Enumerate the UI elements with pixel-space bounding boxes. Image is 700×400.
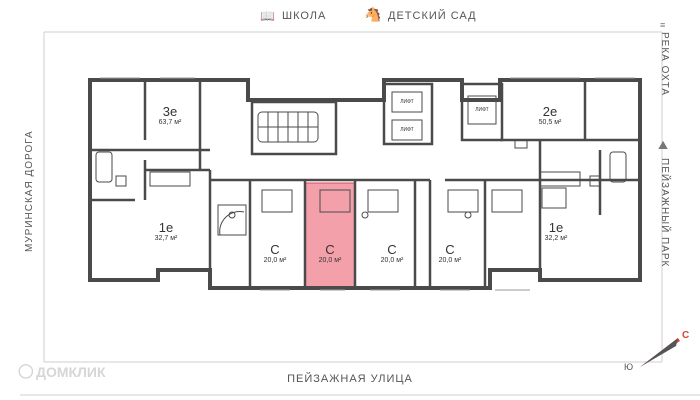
apartment-area: 20,0 м² <box>263 257 287 264</box>
apartment-c1[interactable]: С 20,0 м² <box>245 242 305 264</box>
apartment-type: 1е <box>548 220 564 235</box>
lift-label: ЛИФТ <box>475 107 489 113</box>
book-icon: 📖 <box>260 9 275 23</box>
apartment-c4[interactable]: С 20,0 м² <box>420 242 480 264</box>
apartment-type: С <box>270 242 280 257</box>
apartment-type: 1е <box>158 220 174 235</box>
apartment-type: 2е <box>542 104 558 119</box>
watermark-text: ДОМКЛИК <box>36 364 106 380</box>
road-label: МУРИНСКАЯ ДОРОГА <box>24 130 35 252</box>
apartment-type: С <box>325 242 335 257</box>
rocking-horse-icon: 🐴 <box>364 6 382 22</box>
compass-south-label: Ю <box>624 362 634 372</box>
apartment-c3[interactable]: С 20,0 м² <box>362 242 422 264</box>
school-label: ШКОЛА <box>282 10 327 22</box>
lift-boxes <box>391 91 497 141</box>
kindergarten-label: ДЕТСКИЙ САД <box>388 10 477 22</box>
apartment-area: 63,7 м² <box>158 119 182 126</box>
site-boundary <box>20 31 700 396</box>
apartment-area: 20,0 м² <box>318 257 342 264</box>
street-label: ПЕЙЗАЖНАЯ УЛИЦА <box>287 373 413 385</box>
apartment-type: С <box>387 242 397 257</box>
river-label: РЕКА ОХТА <box>659 32 670 97</box>
apartment-area: 20,0 м² <box>380 257 404 264</box>
apartment-c2[interactable]: С 20,0 м² <box>300 242 360 264</box>
staircase <box>257 111 319 143</box>
compass-north-label: С <box>682 330 690 341</box>
apartment-type: 3е <box>162 104 178 119</box>
lift-label: ЛИФТ <box>400 99 414 105</box>
apartment-3e-left[interactable]: 3е 63,7 м² <box>140 104 200 126</box>
apartment-area: 32,2 м² <box>544 235 568 242</box>
apartment-1e-right[interactable]: 1е 32,2 м² <box>526 220 586 242</box>
apartment-type: С <box>445 242 455 257</box>
park-label: ПЕЙЗАЖНЫЙ ПАРК <box>659 158 670 268</box>
compass <box>640 338 680 367</box>
watermark-logo: ◯ <box>18 362 34 378</box>
apartment-area: 32,7 м² <box>154 235 178 242</box>
apartment-highlight <box>304 182 356 288</box>
apartment-area: 50,5 м² <box>538 119 562 126</box>
apartment-1e-left[interactable]: 1е 32,7 м² <box>136 220 196 242</box>
bathroom-fixtures <box>95 139 627 236</box>
apartment-area: 20,0 м² <box>438 257 462 264</box>
windows <box>100 77 635 291</box>
apartment-2e-right[interactable]: 2е 50,5 м² <box>520 104 580 126</box>
river-icon: ≡ <box>660 20 666 30</box>
lift-label: ЛИФТ <box>400 127 414 133</box>
bench-icon: ⛰ <box>658 138 669 152</box>
